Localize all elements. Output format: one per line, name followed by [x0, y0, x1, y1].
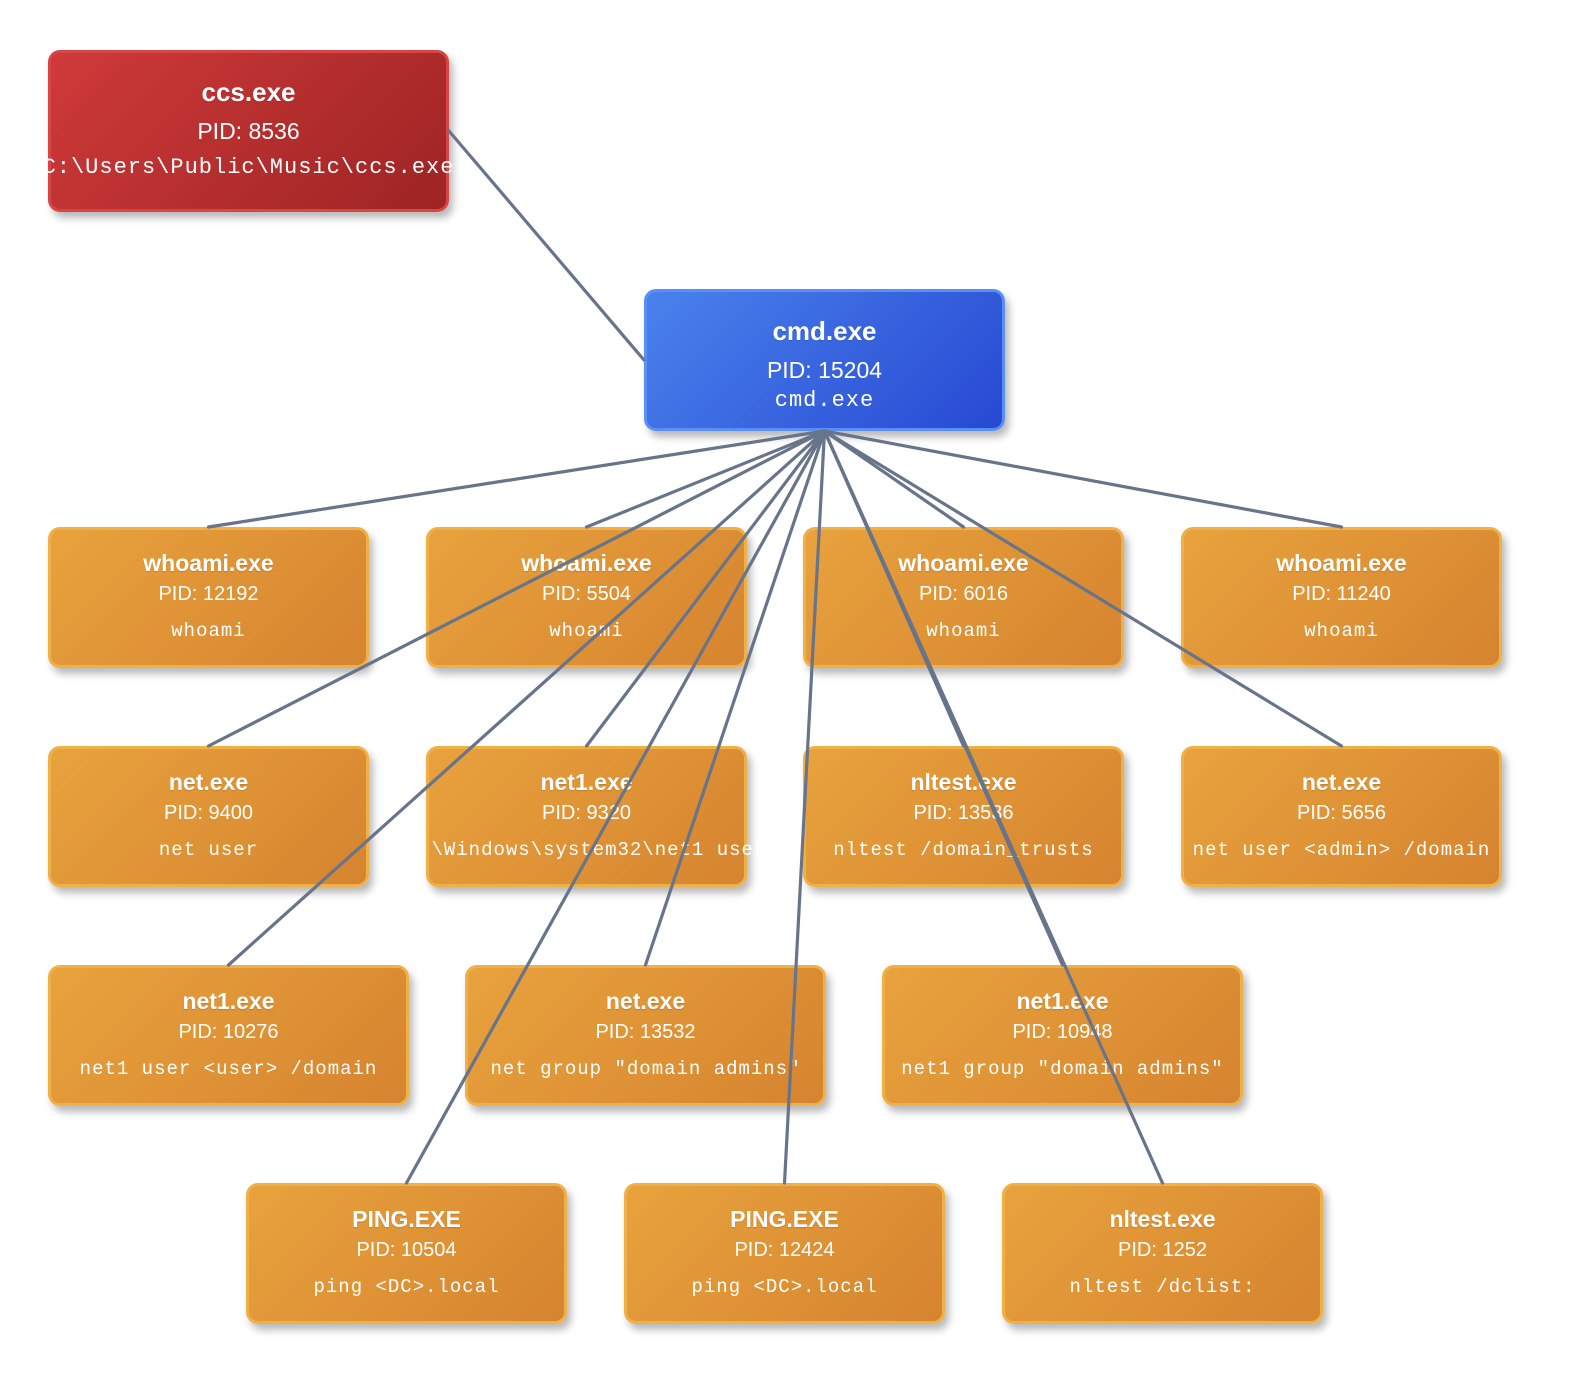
- process-pid: PID: 13532: [595, 1021, 696, 1043]
- process-pid: PID: 1252: [1118, 1239, 1207, 1261]
- process-name: PING.EXE: [352, 1206, 461, 1232]
- process-pid: PID: 15204: [766, 357, 883, 383]
- process-name: net.exe: [605, 988, 686, 1014]
- process-cmdline: whoami: [926, 620, 1001, 642]
- process-pid: PID: 6016: [919, 583, 1008, 605]
- process-name: net.exe: [168, 769, 249, 795]
- node-cmd[interactable]: cmd.exe PID: 15204 cmd.exe: [644, 289, 1005, 431]
- process-cmdline: nltest /dclist:: [1069, 1276, 1256, 1298]
- edge-cmd-to-whoami1: [206, 429, 827, 529]
- node-net-5656[interactable]: net.exe PID: 5656 net user <admin> /doma…: [1181, 746, 1502, 887]
- node-net1-10948[interactable]: net1.exe PID: 10948 net1 group "domain a…: [882, 965, 1243, 1106]
- node-whoami-6016[interactable]: whoami.exe PID: 6016 whoami: [803, 527, 1124, 668]
- node-net1-10276[interactable]: net1.exe PID: 10276 net1 user <user> /do…: [48, 965, 409, 1106]
- node-whoami-5504[interactable]: whoami.exe PID: 5504 whoami: [426, 527, 747, 668]
- process-pid: PID: 11240: [1292, 583, 1391, 605]
- edge-ccs-to-cmd: [447, 129, 646, 362]
- process-pid: PID: 12192: [158, 583, 259, 605]
- node-ping-12424[interactable]: PING.EXE PID: 12424 ping <DC>.local: [624, 1183, 945, 1324]
- process-name: cmd.exe: [772, 316, 877, 346]
- process-cmdline: nltest /domain_trusts: [833, 839, 1094, 861]
- process-cmdline: net1 user <user> /domain: [79, 1058, 378, 1080]
- process-cmdline: net group "domain admins": [490, 1058, 801, 1080]
- node-ping-10504[interactable]: PING.EXE PID: 10504 ping <DC>.local: [246, 1183, 567, 1324]
- process-name: net1.exe: [1016, 988, 1109, 1014]
- process-name: nltest.exe: [1109, 1206, 1216, 1232]
- process-name: whoami.exe: [521, 550, 652, 576]
- node-net-13532[interactable]: net.exe PID: 13532 net group "domain adm…: [465, 965, 826, 1106]
- process-name: net1.exe: [182, 988, 275, 1014]
- process-cmdline: cmd.exe: [774, 388, 875, 413]
- process-cmdline: net user: [158, 839, 259, 861]
- process-pid: PID: 9400: [164, 802, 253, 824]
- process-cmdline: ping <DC>.local: [313, 1276, 500, 1298]
- edge-cmd-to-whoami4: [822, 429, 1344, 529]
- process-cmdline: C:\Users\Public\Music\ccs.exe: [42, 155, 455, 180]
- node-nltest-13536[interactable]: nltest.exe PID: 13536 nltest /domain_tru…: [803, 746, 1124, 887]
- process-name: whoami.exe: [143, 550, 274, 576]
- process-name: PING.EXE: [730, 1206, 839, 1232]
- process-name: net.exe: [1301, 769, 1382, 795]
- process-name: net1.exe: [540, 769, 633, 795]
- node-whoami-11240[interactable]: whoami.exe PID: 11240 whoami: [1181, 527, 1502, 668]
- node-net1-9320[interactable]: net1.exe PID: 9320 C:\Windows\system32\n…: [407, 746, 765, 887]
- process-name: whoami.exe: [1276, 550, 1407, 576]
- node-net-9400[interactable]: net.exe PID: 9400 net user: [48, 746, 369, 887]
- process-pid: PID: 5656: [1297, 802, 1386, 824]
- process-name: ccs.exe: [201, 77, 296, 107]
- edge-cmd-to-whoami2: [584, 429, 827, 529]
- process-name: whoami.exe: [898, 550, 1029, 576]
- process-pid: PID: 5504: [542, 583, 631, 605]
- node-nltest-1252[interactable]: nltest.exe PID: 1252 nltest /dclist:: [1002, 1183, 1323, 1324]
- process-pid: PID: 8536: [197, 118, 300, 144]
- process-cmdline: whoami: [171, 620, 246, 642]
- process-cmdline: C:\Windows\system32\net1 user: [406, 839, 767, 861]
- process-cmdline: whoami: [549, 620, 624, 642]
- process-pid: PID: 12424: [734, 1239, 835, 1261]
- process-pid: PID: 9320: [542, 802, 631, 824]
- process-name: nltest.exe: [910, 769, 1017, 795]
- process-cmdline: net user <admin> /domain: [1192, 839, 1491, 861]
- process-pid: PID: 10276: [178, 1021, 279, 1043]
- process-pid: PID: 10948: [1012, 1021, 1113, 1043]
- process-pid: PID: 13536: [913, 802, 1014, 824]
- edge-cmd-to-whoami3: [822, 429, 966, 529]
- process-cmdline: ping <DC>.local: [691, 1276, 878, 1298]
- process-cmdline: net1 group "domain admins": [901, 1058, 1224, 1080]
- node-whoami-12192[interactable]: whoami.exe PID: 12192 whoami: [48, 527, 369, 668]
- process-cmdline: whoami: [1304, 620, 1379, 642]
- process-pid: PID: 10504: [356, 1239, 457, 1261]
- node-ccs[interactable]: ccs.exe PID: 8536 C:\Users\Public\Music\…: [43, 50, 453, 212]
